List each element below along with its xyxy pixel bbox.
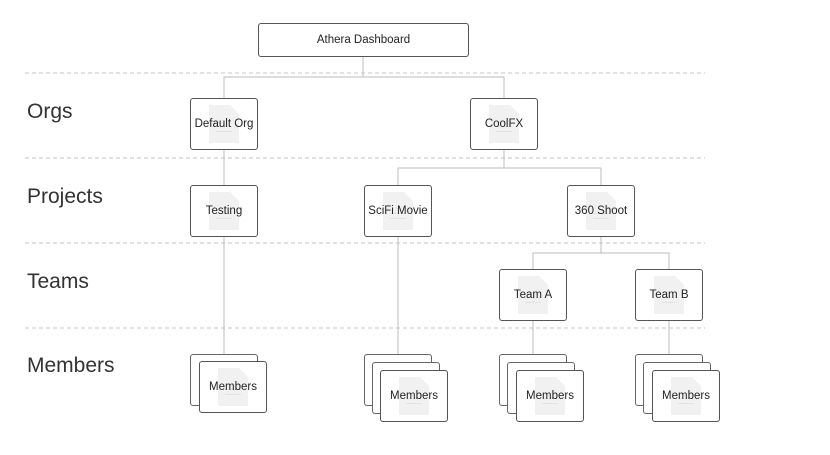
node-team-a[interactable]: Team A [499, 269, 567, 321]
document-icon [209, 105, 239, 143]
document-icon [383, 192, 413, 230]
document-icon [535, 377, 565, 415]
members-card-team-b[interactable]: Members [652, 370, 720, 422]
node-coolfx[interactable]: CoolFX [470, 98, 538, 150]
node-label: Members [662, 390, 710, 402]
node-label: 360 Shoot [574, 205, 628, 217]
node-label: Team A [513, 289, 553, 301]
node-scifi-movie[interactable]: SciFi Movie [364, 185, 432, 237]
document-icon [671, 377, 701, 415]
members-card-team-a[interactable]: Members [516, 370, 584, 422]
document-icon [518, 276, 548, 314]
connector-root-orgs [223, 76, 505, 98]
document-icon [218, 368, 248, 406]
connector-coolfx-projects [397, 167, 602, 185]
node-label: Members [526, 390, 574, 402]
node-label: Athera Dashboard [316, 34, 411, 46]
level-label-orgs: Orgs [27, 100, 73, 123]
members-card-scifi[interactable]: Members [380, 370, 448, 422]
node-label: SciFi Movie [368, 205, 428, 217]
document-icon [489, 105, 519, 143]
node-label: Team B [649, 289, 689, 301]
members-card-testing[interactable]: Members [199, 361, 267, 413]
node-default-org[interactable]: Default Org [190, 98, 258, 150]
node-label: Members [390, 390, 438, 402]
node-athera-dashboard[interactable]: Athera Dashboard [258, 23, 469, 57]
node-360-shoot[interactable]: 360 Shoot [567, 185, 635, 237]
level-label-projects: Projects [27, 185, 103, 208]
level-label-teams: Teams [27, 270, 89, 293]
document-icon [209, 192, 239, 230]
node-testing[interactable]: Testing [190, 185, 258, 237]
document-icon [654, 276, 684, 314]
node-label: Default Org [194, 118, 254, 130]
node-label: Testing [205, 205, 243, 217]
node-label: CoolFX [484, 118, 524, 130]
document-icon [586, 192, 616, 230]
connector-shoot-teams [532, 252, 670, 270]
level-label-members: Members [27, 354, 115, 377]
node-team-b[interactable]: Team B [635, 269, 703, 321]
document-icon [399, 377, 429, 415]
node-label: Members [209, 381, 257, 393]
